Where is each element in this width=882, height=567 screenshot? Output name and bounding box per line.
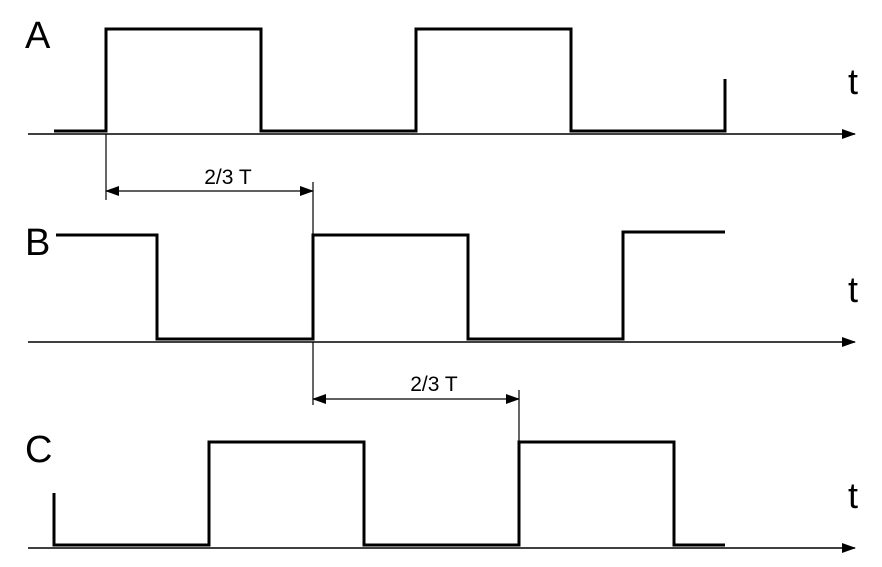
time-label-c: t	[848, 475, 858, 516]
signal-c-waveform	[52, 440, 725, 547]
dimension-2-label: 2/3 T	[410, 373, 458, 396]
signal-b-waveform	[56, 230, 725, 341]
signal-a-waveform	[54, 27, 727, 133]
signal-a-label: A	[25, 15, 51, 57]
dimension-1-label: 2/3 T	[204, 166, 252, 189]
signal-b-label: B	[25, 222, 50, 264]
time-label-a: t	[848, 61, 858, 102]
time-label-b: t	[848, 269, 858, 310]
signal-c-label: C	[25, 429, 52, 471]
